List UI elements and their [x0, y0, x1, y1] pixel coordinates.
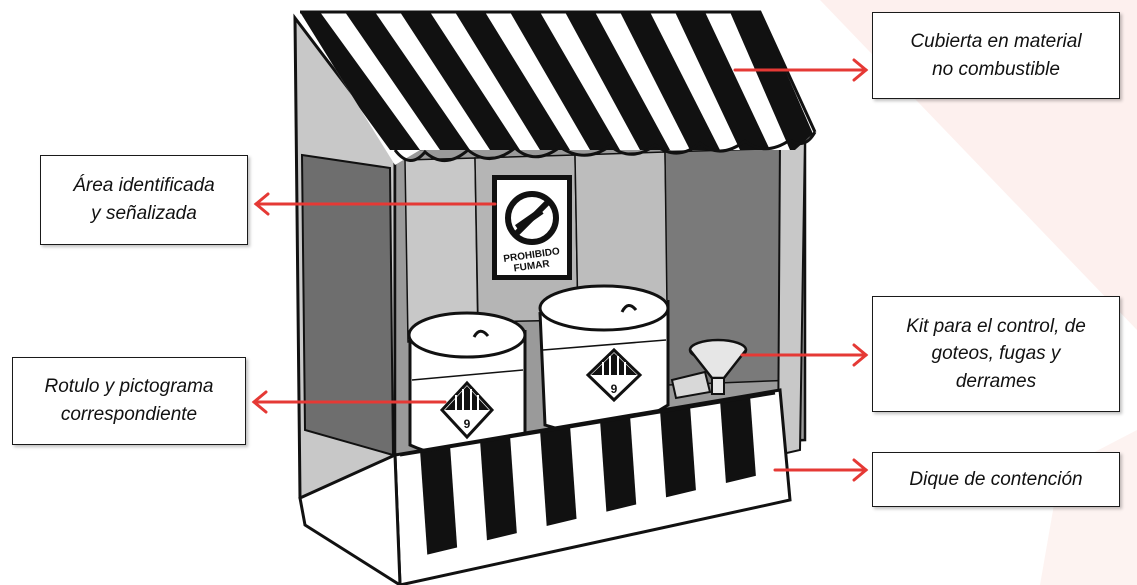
callout-rotulo-text: Rotulo y pictograma correspondiente	[45, 373, 214, 428]
no-smoking-sign: PROHIBIDO FUMAR	[492, 175, 572, 280]
callout-cubierta-text: Cubierta en material no combustible	[910, 28, 1081, 83]
callout-kit-text: Kit para el control, de goteos, fugas y …	[906, 313, 1086, 396]
callout-dique-text: Dique de contención	[909, 466, 1082, 494]
callout-cubierta: Cubierta en material no combustible	[872, 12, 1120, 99]
callout-kit: Kit para el control, de goteos, fugas y …	[872, 296, 1120, 412]
callout-rotulo: Rotulo y pictograma correspondiente	[12, 357, 246, 445]
drum-right: 9	[540, 286, 668, 432]
hazard-number-left: 9	[464, 417, 471, 431]
callout-dique: Dique de contención	[872, 452, 1120, 507]
callout-area-text: Área identificada y señalizada	[73, 172, 215, 227]
callout-area: Área identificada y señalizada	[40, 155, 248, 245]
hazard-number-right: 9	[611, 382, 618, 396]
